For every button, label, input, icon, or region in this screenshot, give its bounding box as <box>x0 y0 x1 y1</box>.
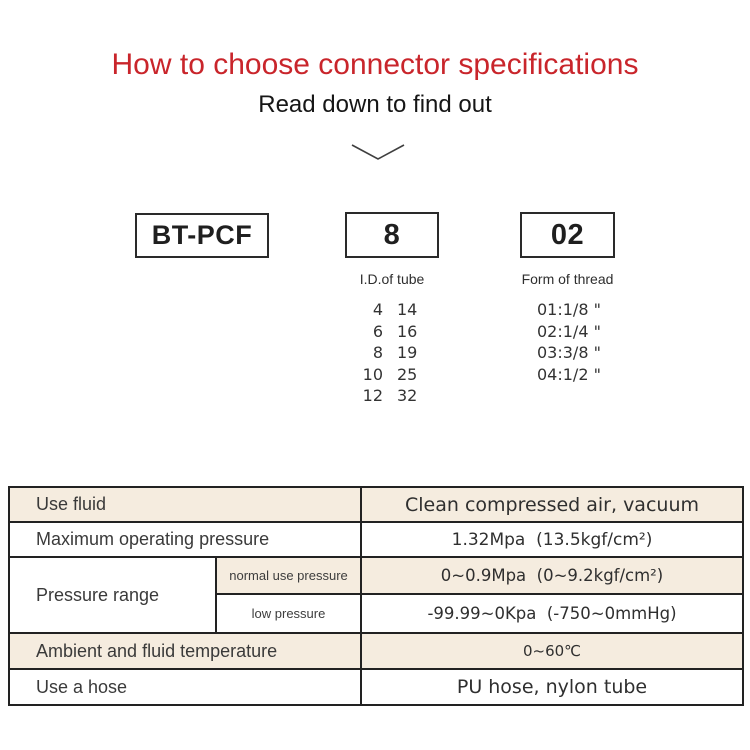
tube-id-value: 6 <box>372 321 383 341</box>
page-subtitle: Read down to find out <box>258 91 492 118</box>
tube-od-value: 25 <box>397 364 418 384</box>
spec-sublabel-normal-pressure: normal use pressure <box>215 556 362 595</box>
spec-value-normal-pressure: 0~0.9Mpa (0~9.2kgf/cm²) <box>360 556 744 595</box>
tube-size-row: 6 16 <box>352 321 437 343</box>
tube-id-code-label: 8 <box>383 218 401 251</box>
tube-id-caption: I.D.of tube <box>359 271 425 287</box>
thread-form-item: 03:3/8 " <box>537 343 601 362</box>
spec-label-use-fluid: Use fluid <box>8 486 362 523</box>
tube-size-row: 8 19 <box>352 342 437 364</box>
spec-value-temperature: 0~60℃ <box>360 632 744 670</box>
spec-sublabel-low-pressure: low pressure <box>215 593 362 634</box>
tube-id-value: 10 <box>362 364 383 384</box>
table-row: Ambient and fluid temperature 0~60℃ <box>8 632 744 670</box>
tube-od-value: 32 <box>397 386 418 405</box>
spec-label-temperature: Ambient and fluid temperature <box>8 632 362 670</box>
tube-id-value: 8 <box>372 343 383 362</box>
tube-od-value: 14 <box>397 300 418 319</box>
tube-od-value: 19 <box>397 343 418 362</box>
thread-form-item: 04:1/2 " <box>537 364 601 384</box>
thread-code-label: 02 <box>550 218 585 251</box>
thread-code-box: 02 <box>520 212 615 258</box>
tube-size-row: 4 14 <box>352 299 437 321</box>
thread-caption: Form of thread <box>521 271 614 287</box>
tube-size-row: 10 25 <box>352 364 437 386</box>
spec-table: Use fluid Clean compressed air, vacuum M… <box>8 486 744 706</box>
tube-size-row: 12 32 <box>352 385 437 407</box>
spec-label-pressure-range: Pressure range <box>8 556 217 634</box>
spec-value-max-pressure: 1.32Mpa (13.5kgf/cm²) <box>360 521 744 558</box>
spec-value-use-fluid: Clean compressed air, vacuum <box>360 486 744 523</box>
thread-form-item: 01:1/8 " <box>537 300 601 319</box>
tube-id-value: 4 <box>372 300 383 319</box>
table-row: Pressure range normal use pressure 0~0.9… <box>8 556 744 634</box>
thread-form-list: 01:1/8 " 02:1/4 " 03:3/8 " 04:1/2 " <box>537 299 601 385</box>
page-title: How to choose connector specifications <box>111 48 639 81</box>
table-row: low pressure -99.99~0Kpa (-750~0mmHg) <box>9 593 744 634</box>
chevron-down-icon <box>351 144 405 160</box>
spec-value-hose: PU hose, nylon tube <box>360 668 744 706</box>
spec-value-low-pressure: -99.99~0Kpa (-750~0mmHg) <box>360 593 744 634</box>
tube-id-value: 12 <box>362 386 383 405</box>
table-row: Use fluid Clean compressed air, vacuum <box>8 486 744 523</box>
thread-form-item: 02:1/4 " <box>537 321 601 341</box>
spec-label-hose: Use a hose <box>8 668 362 706</box>
tube-size-list: 4 14 6 16 8 19 10 25 12 32 <box>352 299 437 407</box>
table-row: Maximum operating pressure 1.32Mpa (13.5… <box>8 521 744 558</box>
tube-od-value: 16 <box>397 321 418 341</box>
series-code-box: BT-PCF <box>135 213 269 258</box>
series-code-label: BT-PCF <box>151 220 253 250</box>
spec-label-max-pressure: Maximum operating pressure <box>8 521 362 558</box>
table-row: Use a hose PU hose, nylon tube <box>8 668 744 706</box>
tube-id-code-box: 8 <box>345 212 439 258</box>
